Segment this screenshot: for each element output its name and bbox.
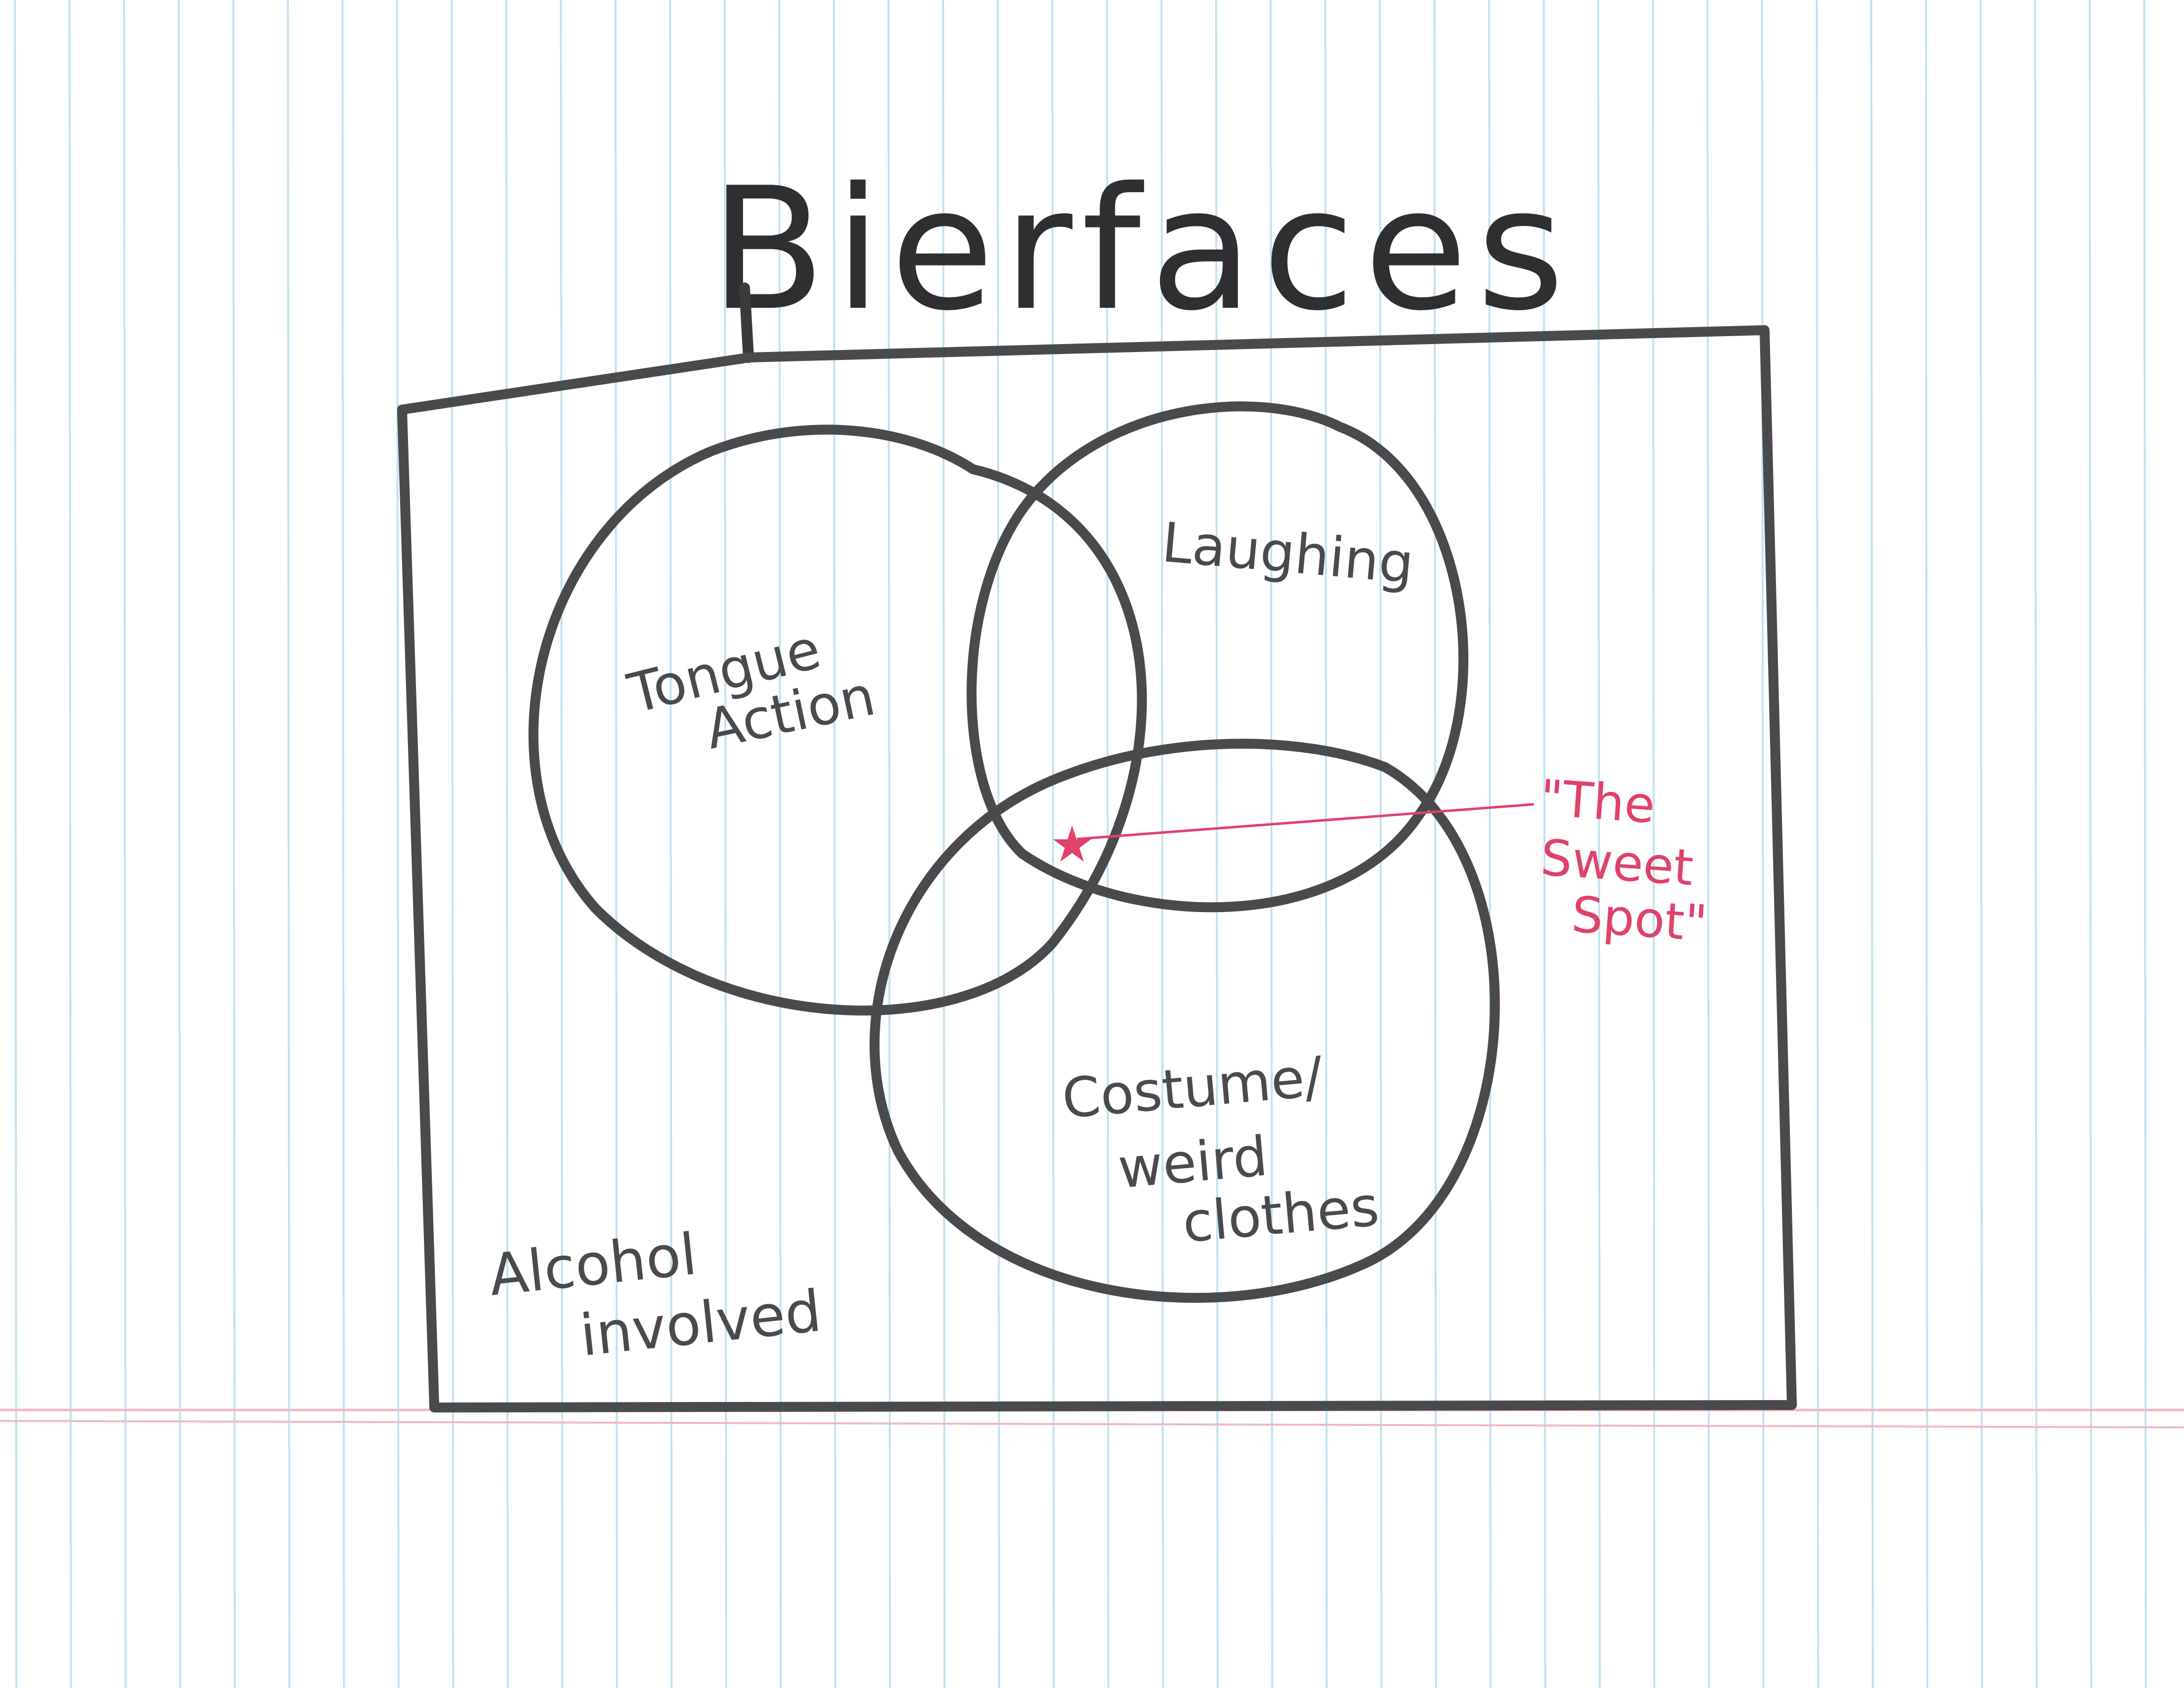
callout-line2: Sweet xyxy=(1539,829,1695,897)
alcohol-frame xyxy=(397,325,1797,1412)
ruling-line xyxy=(1979,0,1983,1688)
ruling-line xyxy=(1816,0,1819,1688)
label-costume-line1: Costume/ xyxy=(1060,1045,1326,1130)
ruling-line xyxy=(123,0,127,1688)
ruling-line xyxy=(1761,0,1765,1688)
diagram-title: Bierfaces xyxy=(710,151,1573,348)
ruling-line xyxy=(1925,0,1928,1688)
ruling-line xyxy=(451,0,454,1688)
ruling-line xyxy=(68,0,72,1688)
ruling-line xyxy=(560,0,563,1688)
label-costume-line2: weird xyxy=(1115,1125,1270,1201)
circle-laughing xyxy=(966,401,1469,913)
ruling-line xyxy=(2143,0,2147,1688)
ruling-line xyxy=(396,0,400,1688)
callout-line1: "The xyxy=(1538,769,1657,835)
ruling-line xyxy=(614,0,618,1688)
circle-tongue-action xyxy=(528,424,1147,1016)
ruling-line xyxy=(2034,0,2038,1688)
callout-line3: Spot" xyxy=(1570,885,1709,953)
circle-costume xyxy=(869,739,1500,1303)
title-connector xyxy=(739,282,754,363)
label-laughing: Laughing xyxy=(1160,510,1416,596)
ruling-line xyxy=(14,0,17,1688)
sweet-spot-star-icon: ★ xyxy=(1050,815,1094,873)
ruling-line xyxy=(341,0,345,1688)
ruling-line xyxy=(1870,0,1874,1688)
ruling-line xyxy=(287,0,290,1688)
callout-line xyxy=(1077,803,1534,841)
ruling-line xyxy=(232,0,236,1688)
ruling-line xyxy=(178,0,181,1688)
ruling-line xyxy=(669,0,673,1688)
ruling-line xyxy=(2089,0,2092,1688)
ruling-line xyxy=(505,0,509,1688)
ruling-line xyxy=(1706,0,1710,1688)
margin-line-2 xyxy=(0,1420,2184,1428)
